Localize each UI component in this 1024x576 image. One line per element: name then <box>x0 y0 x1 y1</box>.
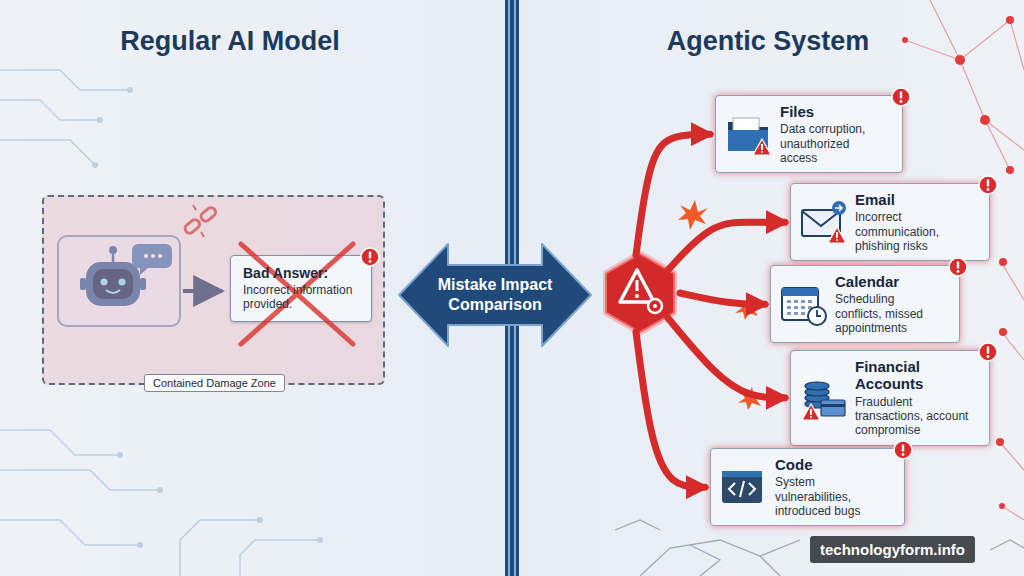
impact-box: Financial AccountsFraudulent transaction… <box>790 350 990 446</box>
section-title: Agentic System <box>568 26 968 57</box>
alert-badge <box>360 247 380 267</box>
watermark: technologyform.info <box>820 541 965 558</box>
box-body: Incorrect information provided. <box>243 283 359 312</box>
alert-badge <box>891 87 911 107</box>
warning-hexagon <box>603 250 677 336</box>
answer-box: Bad Answer: Incorrect information provide… <box>230 255 372 322</box>
comparison-arrow: Mistake Impact Comparison <box>398 243 592 347</box>
impact-box: CodeSystem vulnerabilities, introduced b… <box>710 448 905 526</box>
box-heading: Code <box>775 456 888 473</box>
box-heading: Email <box>855 191 973 208</box>
box-heading: Calendar <box>835 273 943 290</box>
zone-label: Contained Damage Zone <box>144 374 285 392</box>
box-body: Incorrect communication, phishing risks <box>855 210 973 253</box>
arrow-label: Mistake Impact Comparison <box>426 275 564 315</box>
mail-icon <box>799 198 849 246</box>
code-icon <box>719 463 769 511</box>
cal-icon <box>779 280 829 328</box>
alert-badge <box>978 342 998 362</box>
box-heading: Bad Answer: <box>243 265 359 281</box>
folder-icon <box>724 110 774 158</box>
impact-arrow <box>680 293 765 304</box>
damage-zone: Bad Answer: Incorrect information provide… <box>42 195 385 385</box>
alert-badge <box>978 175 998 195</box>
impact-arrow <box>668 222 785 270</box>
impact-box: EmailIncorrect communication, phishing r… <box>790 183 990 261</box>
impact-arrow <box>636 332 705 487</box>
cracks <box>615 520 1024 576</box>
impact-box: CalendarScheduling conflicts, missed app… <box>770 265 960 343</box>
box-body: System vulnerabilities, introduced bugs <box>775 475 888 518</box>
box-body: Data corruption, unauthorized access <box>780 122 886 165</box>
double-arrow-shape <box>398 243 592 347</box>
alert-badge <box>893 440 913 460</box>
box-heading: Financial Accounts <box>855 358 973 393</box>
box-heading: Files <box>780 103 886 120</box>
box-body: Scheduling conflicts, missed appointment… <box>835 292 943 335</box>
impact-arrow <box>668 318 785 398</box>
impact-box: FilesData corruption, unauthorized acces… <box>715 95 903 173</box>
coin-icon <box>799 374 849 422</box>
section-title: Regular AI Model <box>30 26 430 57</box>
watermark-box: technologyform.info <box>810 536 975 563</box>
alert-badge <box>948 257 968 277</box>
box-body: Fraudulent transactions, account comprom… <box>855 395 973 438</box>
